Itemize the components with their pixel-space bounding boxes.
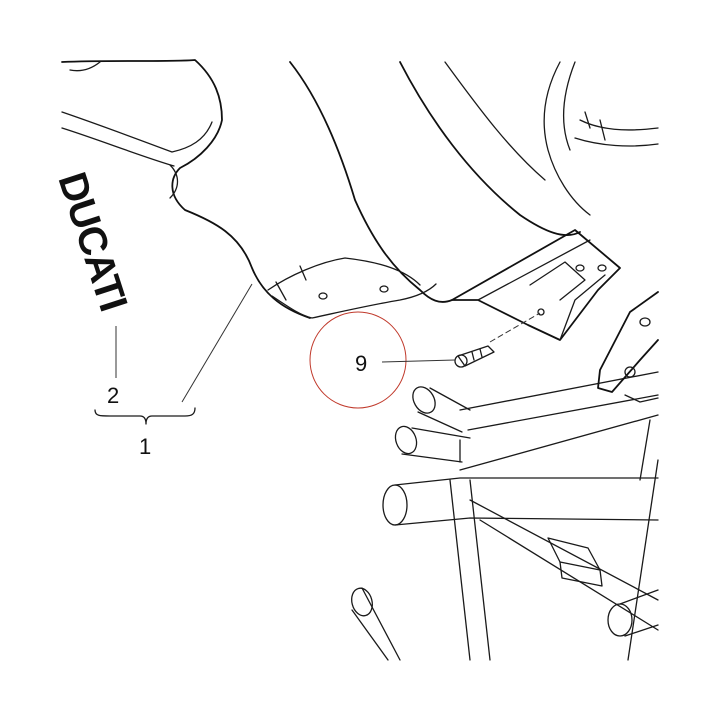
callout-9: 9	[355, 351, 367, 376]
frame-tubes	[351, 371, 659, 661]
tank-outline	[399, 61, 659, 236]
leader-line-9	[381, 359, 456, 363]
screw-part-9	[454, 312, 541, 368]
callout-1: 1	[139, 434, 151, 459]
side-bracket	[597, 291, 659, 403]
callout-2: 2	[107, 383, 119, 408]
leader-line-1	[181, 283, 253, 403]
grouping-brace	[94, 407, 196, 425]
fairing-panel	[61, 59, 311, 319]
highlight-circle	[309, 311, 407, 409]
side-panel	[267, 61, 453, 319]
ducati-logo: DUCATI	[49, 167, 135, 316]
mounting-bracket	[451, 229, 621, 341]
